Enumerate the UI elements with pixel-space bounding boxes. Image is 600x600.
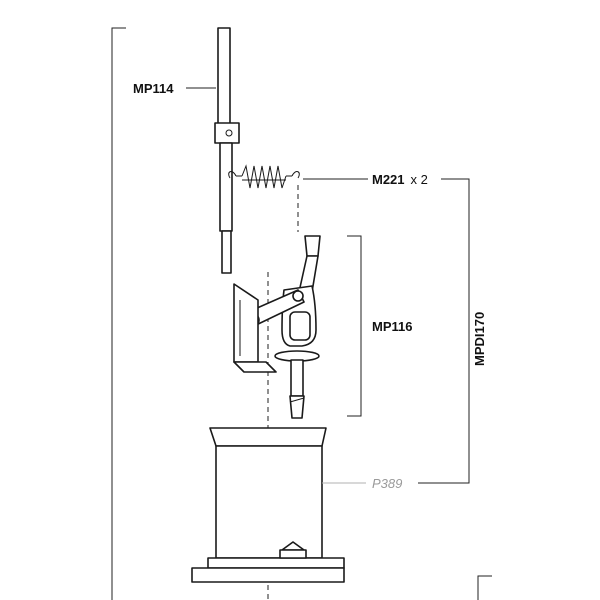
- spring-m221: [228, 164, 300, 189]
- bracket-mp116: [347, 235, 362, 417]
- handle-rod-mp114: [214, 27, 240, 274]
- drum-base-p389: [191, 427, 345, 583]
- bracket-mpdi170: [418, 178, 470, 484]
- label-p389: P389: [372, 476, 402, 491]
- assembly-axis: [267, 185, 299, 600]
- lever-mechanism-mp116: [233, 235, 321, 419]
- label-m221: M221 x 2: [372, 172, 428, 187]
- label-mp114: MP114: [133, 81, 174, 96]
- label-mpdi170: MPDI170: [472, 312, 487, 366]
- label-mp116: MP116: [372, 319, 412, 334]
- label-m221-quantity: x 2: [411, 172, 428, 187]
- frame-bracket-left: [111, 27, 126, 600]
- frame-bracket-right: [477, 575, 492, 600]
- label-m221-code: M221: [372, 172, 405, 187]
